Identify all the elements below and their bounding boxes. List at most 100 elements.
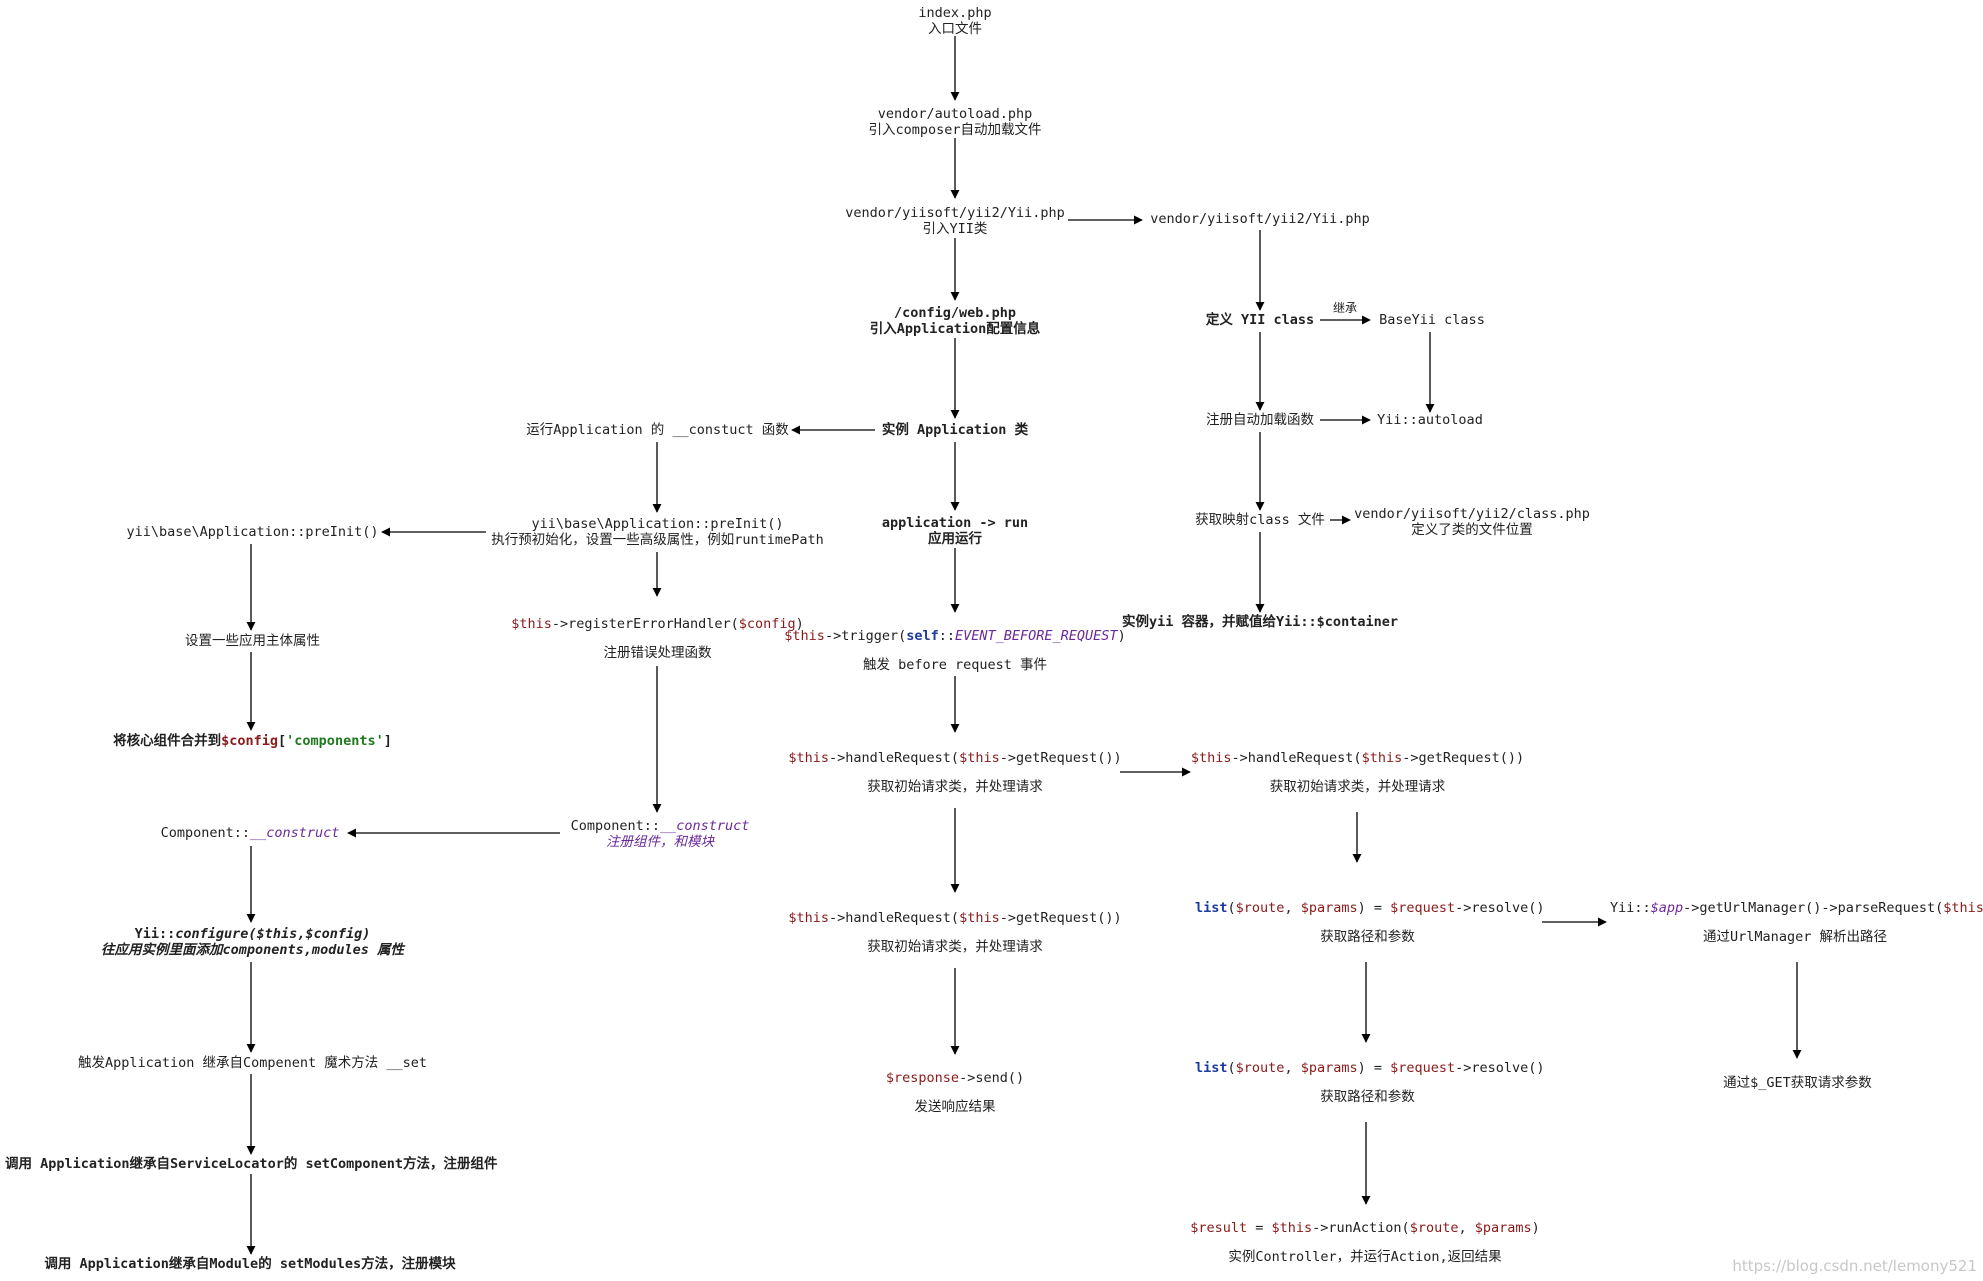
merge-text: 将核心组件合并到 <box>113 733 222 749</box>
code-this: $this <box>784 628 825 644</box>
node-result-desc: 实例Controller，并运行Action,返回结果 <box>1228 1249 1502 1265</box>
code-list: list <box>1195 900 1228 916</box>
node-class-php: vendor/yiisoft/yii2/class.php 定义了类的文件位置 <box>1352 506 1592 538</box>
node-yii-php-right: vendor/yiisoft/yii2/Yii.php <box>1150 211 1370 227</box>
node-comp-construct-mid-desc: 注册组件，和模块 <box>606 834 714 850</box>
node-yii-autoload: Yii::autoload <box>1375 412 1485 428</box>
node-autoload-desc: 引入composer自动加载文件 <box>868 122 1042 138</box>
node-baseyii: BaseYii class <box>1372 312 1492 328</box>
node-magic-set-label: 触发Application 继承自Compenent 魔术方法 __set <box>77 1055 428 1071</box>
code-assign: ) = <box>1357 900 1391 916</box>
node-handle-2: $this->handleRequest($this->getRequest()… <box>775 910 1135 955</box>
code-assign: ) = <box>1357 1060 1391 1076</box>
code-route: $route <box>1235 1060 1285 1076</box>
code-component: Component:: <box>570 818 660 834</box>
node-preinit-left-label: yii\base\Application::preInit() <box>126 524 379 540</box>
code-this: $this <box>959 910 1000 926</box>
node-app-run-desc: 应用运行 <box>928 531 982 547</box>
code-result: $result <box>1190 1220 1248 1236</box>
node-preinit-mid-desc: 执行预初始化，设置一些高级属性，例如runtimePath <box>491 532 824 548</box>
node-preinit-left: yii\base\Application::preInit() <box>125 524 380 540</box>
code-response: $response <box>885 1070 960 1086</box>
code-configure: configure($this,$config) <box>175 926 371 942</box>
node-handle-right-code: $this->handleRequest($this->getRequest()… <box>1180 750 1535 766</box>
node-set-props: 设置一些应用主体属性 <box>170 633 335 649</box>
inherit-label: 继承 <box>1332 301 1357 315</box>
code-component: Component:: <box>160 825 250 841</box>
node-configure-code: Yii::configure($this,$config) <box>85 926 420 942</box>
node-comp-construct-left-code: Component::__construct <box>150 825 350 841</box>
code-open: ( <box>1227 900 1236 916</box>
node-comp-construct-mid-code: Component::__construct <box>560 818 760 834</box>
code-components: 'components' <box>286 733 384 749</box>
code-resolve: ->resolve() <box>1455 1060 1545 1076</box>
node-set-component-label: 调用 Application继承自ServiceLocator的 setComp… <box>5 1156 498 1172</box>
node-send-code: $response->send() <box>855 1070 1055 1086</box>
code-this: $this <box>1190 750 1232 766</box>
code-request: $request <box>1390 1060 1456 1076</box>
node-handle-1-desc: 获取初始请求类，并处理请求 <box>867 779 1043 795</box>
node-merge-core: 将核心组件合并到$config['components'] <box>100 733 405 749</box>
node-comp-construct-left: Component::__construct <box>150 825 350 841</box>
watermark: https://blog.csdn.net/lemony521 <box>1732 1257 1977 1275</box>
node-define-yii: 定义 YII class <box>1195 312 1325 328</box>
node-yii-php-desc: 引入YII类 <box>922 221 988 237</box>
node-container: 实例yii 容器，并赋值给Yii::$container <box>1120 614 1400 630</box>
code-yii: Yii:: <box>1610 900 1651 916</box>
node-reg-autoload: 注册自动加载函数 <box>1195 412 1325 428</box>
code-get: ->getRequest()) <box>999 750 1122 766</box>
node-get-class-map-label: 获取映射class 文件 <box>1195 512 1325 528</box>
node-send: $response->send() 发送响应结果 <box>855 1070 1055 1115</box>
code-open: ( <box>1227 1060 1236 1076</box>
node-preinit-mid: yii\base\Application::preInit() 执行预初始化，设… <box>490 516 825 548</box>
code-assign: = <box>1247 1220 1272 1236</box>
node-index-file: index.php <box>918 5 992 21</box>
node-list-1-desc: 获取路径和参数 <box>1320 929 1415 945</box>
node-config-web-file: /config/web.php <box>894 305 1016 321</box>
node-url-manager-desc: 通过UrlManager 解析出路径 <box>1703 929 1887 945</box>
code-this: $this <box>511 616 552 632</box>
node-new-app-label: 实例 Application 类 <box>881 422 1029 438</box>
node-yii-php: vendor/yiisoft/yii2/Yii.php 引入YII类 <box>835 205 1075 237</box>
node-config-web: /config/web.php 引入Application配置信息 <box>845 305 1065 337</box>
code-run: ->runAction( <box>1312 1220 1410 1236</box>
node-configure: Yii::configure($this,$config) 往应用实例里面添加c… <box>85 926 420 958</box>
node-yii-php-file: vendor/yiisoft/yii2/Yii.php <box>845 205 1065 221</box>
code-resolve: ->resolve() <box>1455 900 1545 916</box>
node-app-run: application -> run 应用运行 <box>870 515 1040 547</box>
node-result-code: $result = $this->runAction($route, $para… <box>1190 1220 1540 1236</box>
node-handle-right-desc: 获取初始请求类，并处理请求 <box>1269 779 1446 795</box>
node-autoload-file: vendor/autoload.php <box>877 106 1033 122</box>
node-list-2-code: list($route, $params) = $request->resolv… <box>1195 1060 1545 1076</box>
code-list: list <box>1195 1060 1228 1076</box>
node-list-2-desc: 获取路径和参数 <box>1320 1089 1415 1105</box>
node-handle-1: $this->handleRequest($this->getRequest()… <box>775 750 1135 795</box>
code-this: $this <box>959 750 1000 766</box>
node-handle-right: $this->handleRequest($this->getRequest()… <box>1180 750 1535 795</box>
node-reg-err-desc: 注册错误处理函数 <box>603 645 712 661</box>
node-list-1: list($route, $params) = $request->resolv… <box>1195 900 1545 945</box>
node-reg-autoload-label: 注册自动加载函数 <box>1206 412 1314 428</box>
node-set-component: 调用 Application继承自ServiceLocator的 setComp… <box>5 1156 498 1172</box>
code-params: $params <box>1300 900 1358 916</box>
node-list-2: list($route, $params) = $request->resolv… <box>1195 1060 1545 1105</box>
node-define-yii-label: 定义 YII class <box>1205 312 1315 328</box>
code-params: $params <box>1300 1060 1358 1076</box>
node-url-manager: Yii::$app->getUrlManager()->parseRequest… <box>1610 900 1983 945</box>
code-comma: , <box>1458 1220 1475 1236</box>
node-get-class-map: 获取映射class 文件 <box>1185 512 1335 528</box>
code-sep: :: <box>938 628 955 644</box>
node-set-modules: 调用 Application继承自Module的 setModules方法，注册… <box>35 1256 465 1272</box>
node-reg-err-code: $this->registerErrorHandler($config) <box>505 616 810 632</box>
node-get-params: 通过$_GET获取请求参数 <box>1700 1075 1895 1091</box>
node-set-modules-label: 调用 Application继承自Module的 setModules方法，注册… <box>44 1256 456 1272</box>
code-app: $app <box>1650 900 1684 916</box>
code-reg: ->registerErrorHandler( <box>551 616 739 632</box>
node-run-construct: 运行Application 的 __constuct 函数 <box>525 422 790 438</box>
node-send-desc: 发送响应结果 <box>914 1099 996 1115</box>
code-this: $this <box>788 910 830 926</box>
node-class-php-file: vendor/yiisoft/yii2/class.php <box>1354 506 1590 522</box>
code-event: EVENT_BEFORE_REQUEST <box>955 628 1118 644</box>
node-set-props-label: 设置一些应用主体属性 <box>185 633 320 649</box>
